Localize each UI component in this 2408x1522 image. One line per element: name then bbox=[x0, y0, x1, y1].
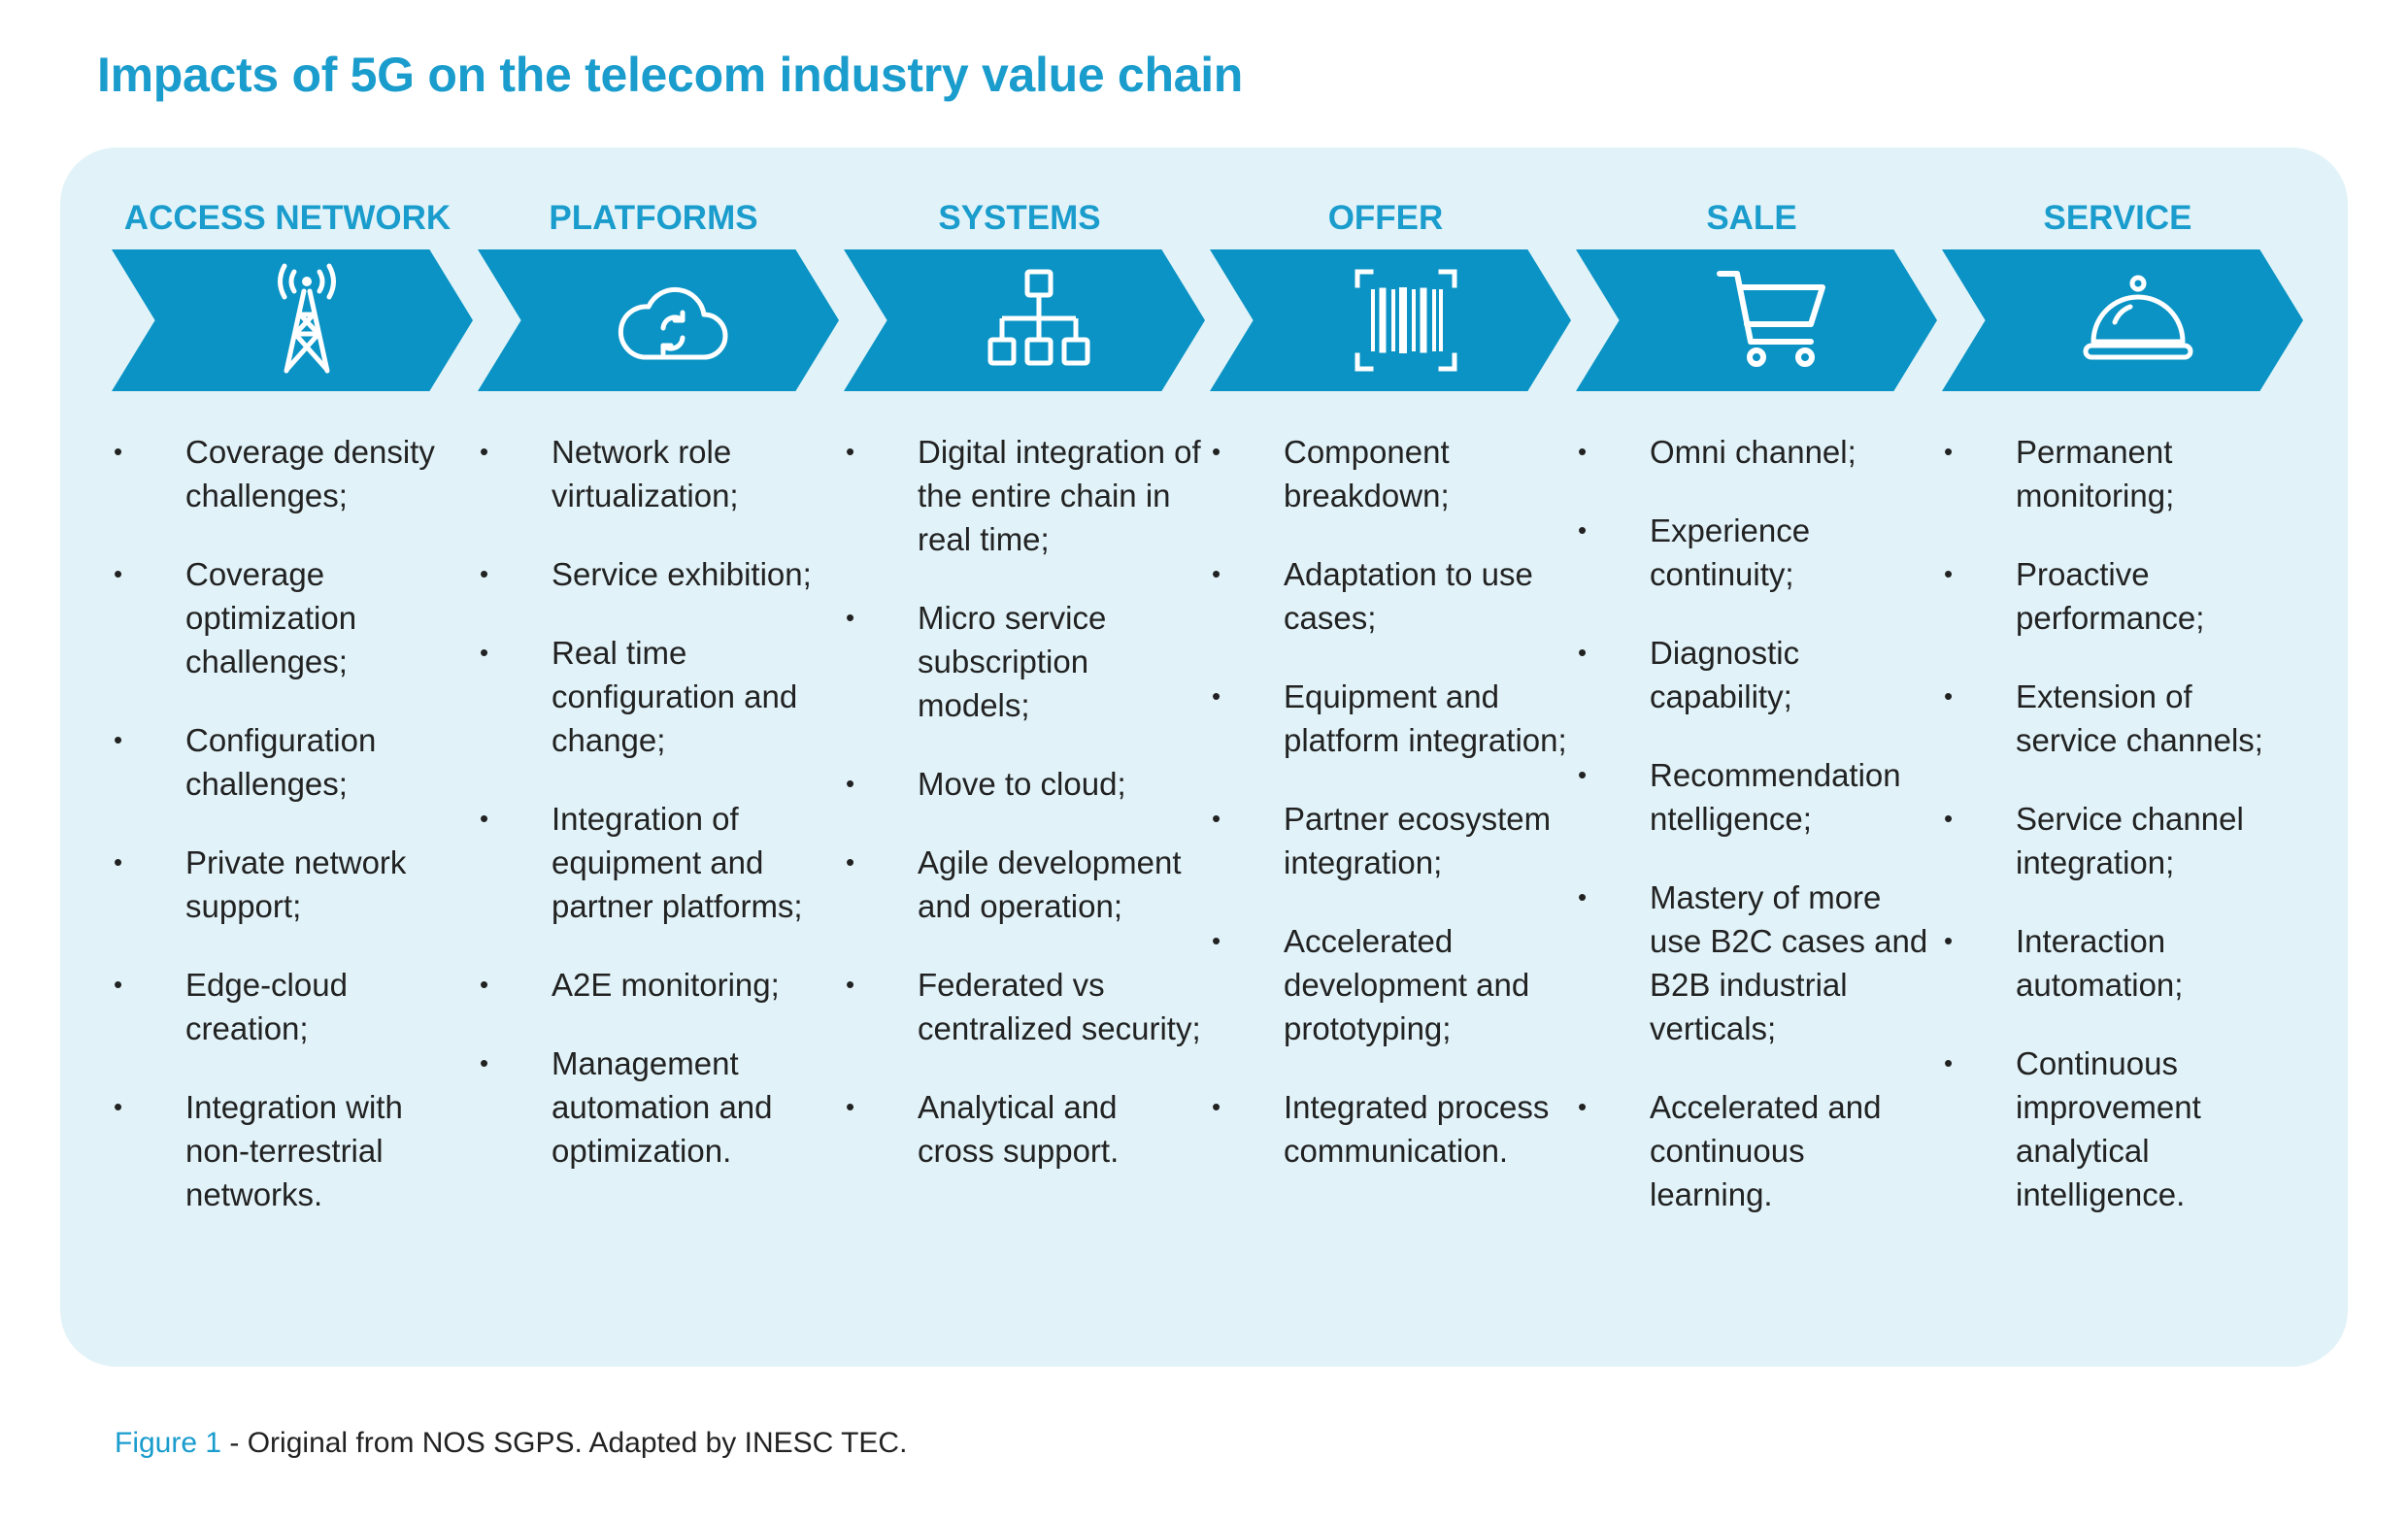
chevron-sale bbox=[1576, 249, 1937, 391]
list-item: Micro service subscription models; bbox=[844, 596, 1205, 727]
list-item: Coverage optimization challenges; bbox=[112, 552, 473, 683]
figure-caption: Figure 1 - Original from NOS SGPS. Adapt… bbox=[115, 1427, 907, 1460]
column-title: PLATFORMS bbox=[549, 199, 758, 237]
list-item: Federated vs centralized security; bbox=[844, 963, 1205, 1050]
list-item: Digital integration of the entire chain … bbox=[844, 430, 1205, 561]
list-item: Accelerated and continuous learning. bbox=[1576, 1085, 1937, 1216]
list-item: Coverage density challenges; bbox=[112, 430, 473, 517]
item-list: Digital integration of the entire chain … bbox=[844, 430, 1205, 1173]
chevron-service bbox=[1942, 249, 2303, 391]
barcode-icon bbox=[1354, 269, 1457, 372]
hierarchy-icon bbox=[987, 269, 1090, 366]
column-access-network: ACCESS NETWORK Coverage density challeng… bbox=[112, 194, 473, 1251]
item-list: Permanent monitoring; Proactive performa… bbox=[1942, 430, 2303, 1216]
list-item: Integration of equipment and partner pla… bbox=[478, 797, 839, 928]
column-offer: OFFER Component breakdown; Adaptation to… bbox=[1210, 194, 1571, 1208]
list-item: Service channel integration; bbox=[1942, 797, 2303, 884]
chevron-platforms bbox=[478, 249, 839, 391]
column-title: ACCESS NETWORK bbox=[123, 199, 452, 237]
list-item: Private network support; bbox=[112, 841, 473, 928]
figure-label: Figure 1 bbox=[115, 1427, 222, 1459]
list-item: Network role virtualization; bbox=[478, 430, 839, 517]
list-item: Partner ecosystem integration; bbox=[1210, 797, 1571, 884]
list-item: Recommendation ntelligence; bbox=[1576, 753, 1937, 841]
list-item: Management automation and optimization. bbox=[478, 1042, 839, 1173]
list-item: Omni channel; bbox=[1576, 430, 1937, 474]
shopping-cart-icon bbox=[1717, 271, 1825, 367]
list-item: A2E monitoring; bbox=[478, 963, 839, 1007]
list-item: Proactive performance; bbox=[1942, 552, 2303, 640]
column-title: SYSTEMS bbox=[938, 199, 1101, 237]
list-item: Interaction automation; bbox=[1942, 919, 2303, 1007]
item-list: Coverage density challenges; Coverage op… bbox=[112, 430, 473, 1216]
item-list: Omni channel; Experience continuity; Dia… bbox=[1576, 430, 1937, 1216]
list-item: Component breakdown; bbox=[1210, 430, 1571, 517]
list-item: Accelerated development and prototyping; bbox=[1210, 919, 1571, 1050]
list-item: Service exhibition; bbox=[478, 552, 839, 596]
item-list: Network role virtualization; Service exh… bbox=[478, 430, 839, 1173]
column-title: SERVICE bbox=[2043, 199, 2192, 237]
caption-text: - Original from NOS SGPS. Adapted by INE… bbox=[221, 1427, 908, 1459]
list-item: Move to cloud; bbox=[844, 762, 1205, 806]
list-item: Continuous improvement analytical intell… bbox=[1942, 1042, 2303, 1216]
list-item: Integration with non-terrestrial network… bbox=[112, 1085, 473, 1216]
column-service: SERVICE Permanent monitoring; Proactive … bbox=[1942, 194, 2303, 1251]
page-title: Impacts of 5G on the telecom industry va… bbox=[97, 48, 1244, 102]
list-item: Agile development and operation; bbox=[844, 841, 1205, 928]
column-title: OFFER bbox=[1327, 199, 1444, 237]
column-title: SALE bbox=[1706, 199, 1797, 237]
list-item: Configuration challenges; bbox=[112, 718, 473, 806]
list-item: Edge-cloud creation; bbox=[112, 963, 473, 1050]
column-sale: SALE Omni channel; Experience continuity… bbox=[1576, 194, 1937, 1251]
list-item: Diagnostic capability; bbox=[1576, 631, 1937, 718]
list-item: Integrated process communication. bbox=[1210, 1085, 1571, 1173]
list-item: Permanent monitoring; bbox=[1942, 430, 2303, 517]
list-item: Experience continuity; bbox=[1576, 509, 1937, 596]
column-platforms: PLATFORMS Network role virtualization; S… bbox=[478, 194, 839, 1208]
cell-tower-icon bbox=[278, 263, 336, 374]
list-item: Analytical and cross support. bbox=[844, 1085, 1205, 1173]
item-list: Component breakdown; Adaptation to use c… bbox=[1210, 430, 1571, 1173]
list-item: Mastery of more use B2C cases and B2B in… bbox=[1576, 876, 1937, 1050]
service-cloche-icon bbox=[2083, 275, 2193, 360]
chevron-systems bbox=[844, 249, 1205, 391]
list-item: Extension of service channels; bbox=[1942, 675, 2303, 762]
list-item: Real time configuration and change; bbox=[478, 631, 839, 762]
chevron-access-network bbox=[112, 249, 473, 391]
cloud-sync-icon bbox=[618, 286, 728, 360]
column-systems: SYSTEMS Digital integration of the entir… bbox=[844, 194, 1205, 1208]
list-item: Adaptation to use cases; bbox=[1210, 552, 1571, 640]
chevron-offer bbox=[1210, 249, 1571, 391]
list-item: Equipment and platform integration; bbox=[1210, 675, 1571, 762]
